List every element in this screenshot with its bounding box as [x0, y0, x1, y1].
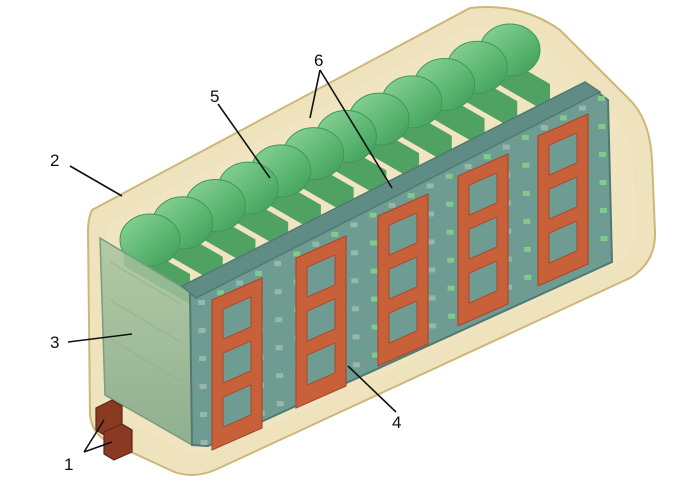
cell-tab — [369, 212, 377, 218]
cell-tab — [236, 280, 244, 286]
cell-tab — [428, 267, 436, 273]
cell-tab — [352, 362, 360, 368]
cell-tab — [600, 208, 607, 213]
leader-3 — [67, 333, 133, 343]
cell-tab — [600, 236, 608, 241]
cell-tab — [427, 211, 435, 217]
leader-2 — [69, 165, 123, 197]
cell-tab — [483, 154, 491, 160]
cell-tab — [370, 296, 378, 302]
cell-tab — [559, 115, 567, 121]
cell-tab — [312, 241, 320, 247]
callout-label-1: 1 — [64, 455, 73, 474]
cell-tab — [274, 289, 282, 295]
callout-label-5: 5 — [210, 87, 219, 106]
cell-tab — [350, 222, 358, 228]
busbar — [295, 235, 347, 409]
busbar — [457, 153, 509, 327]
cell-row — [119, 23, 550, 304]
leader-4 — [347, 365, 397, 413]
cell-tab — [524, 274, 532, 280]
callout-label-2: 2 — [50, 151, 59, 170]
cell-tab — [447, 257, 455, 263]
cell-tab — [370, 268, 378, 274]
cell-tab — [523, 246, 531, 252]
cell-tab — [429, 323, 437, 329]
leader-1a — [83, 419, 105, 453]
busbar — [211, 277, 263, 451]
cell-tab — [445, 173, 453, 179]
frame-top-rail — [180, 81, 602, 299]
cell-tab — [217, 290, 225, 296]
cell-tab — [369, 240, 377, 246]
cell-tab — [598, 124, 606, 129]
terminals — [95, 399, 133, 461]
cell-tab — [522, 162, 530, 168]
cell-tab — [350, 250, 358, 256]
cell-tab — [351, 306, 359, 312]
cell-tab — [200, 412, 207, 417]
cell-tab — [521, 134, 529, 140]
leader-5 — [217, 103, 271, 179]
cell-tab — [522, 190, 530, 196]
cell-tab — [371, 324, 379, 330]
cell-tab — [275, 317, 283, 323]
cell-tab — [446, 201, 454, 207]
cell-tab — [199, 356, 206, 361]
cell-tab — [426, 183, 434, 189]
leader-1b — [83, 441, 113, 453]
cell-tab — [540, 125, 548, 131]
callout-label-6: 6 — [314, 51, 323, 70]
cell-tab — [407, 193, 415, 199]
cell-tab — [502, 144, 510, 150]
cell-tab — [199, 384, 207, 389]
cell-tab — [198, 328, 206, 333]
cell-tab — [352, 334, 360, 340]
end-plate-detail — [109, 261, 183, 383]
cell-tab — [276, 373, 284, 379]
cell-tab — [388, 202, 396, 208]
busbars — [211, 113, 589, 451]
cell-tab — [200, 440, 208, 445]
cell-tab — [274, 261, 282, 267]
cell-tab — [351, 278, 359, 284]
cell-tab — [427, 239, 435, 245]
cell-tab — [505, 284, 513, 290]
busbar — [537, 113, 589, 287]
callout-label-3: 3 — [50, 333, 59, 352]
cell-tab — [371, 352, 379, 358]
cell-tab — [331, 232, 339, 237]
cell-tab — [428, 295, 436, 301]
cell-tab — [578, 105, 586, 111]
cell-tab — [198, 300, 205, 305]
leader-6a — [309, 69, 321, 119]
cell-tab — [599, 180, 607, 185]
cell-tab — [276, 401, 284, 407]
cell-tab — [464, 164, 472, 169]
leader-lines — [67, 69, 397, 453]
cell-tab — [599, 152, 606, 157]
terminal-bottom — [103, 423, 133, 461]
cell-tab — [448, 313, 456, 319]
cell-tab — [275, 345, 283, 351]
cell-tab — [598, 96, 605, 101]
leader-6b — [319, 69, 393, 189]
busbar — [377, 193, 429, 367]
cell-tab — [447, 285, 455, 291]
callout-labels: 1 2 3 4 5 6 — [50, 51, 401, 474]
cell-tab — [446, 229, 454, 235]
cell-tab — [293, 251, 301, 257]
callout-label-4: 4 — [392, 413, 401, 432]
cell-tab — [255, 270, 263, 276]
cell-tab — [523, 218, 531, 224]
